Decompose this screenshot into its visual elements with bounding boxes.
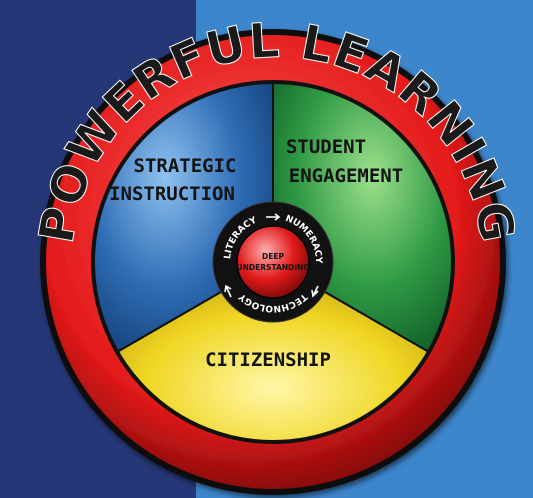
core-text-line2: UNDERSTANDING	[237, 263, 310, 272]
strategic-label-line1: STRATEGIC	[134, 155, 237, 177]
arrow-numeracy-to-technology-icon	[311, 285, 319, 298]
engagement-label-line1: STUDENT	[286, 136, 366, 158]
core-circle	[236, 225, 310, 299]
strategic-label-line2: INSTRUCTION	[109, 183, 235, 205]
core-text-line1: DEEP	[262, 252, 284, 261]
sector-border	[91, 80, 455, 444]
engagement-label-line2: ENGAGEMENT	[289, 165, 403, 187]
arrow-literacy-to-numeracy-icon	[266, 213, 281, 221]
arrow-technology-to-literacy-icon	[224, 284, 232, 298]
citizenship-label: CITIZENSHIP	[205, 349, 331, 371]
